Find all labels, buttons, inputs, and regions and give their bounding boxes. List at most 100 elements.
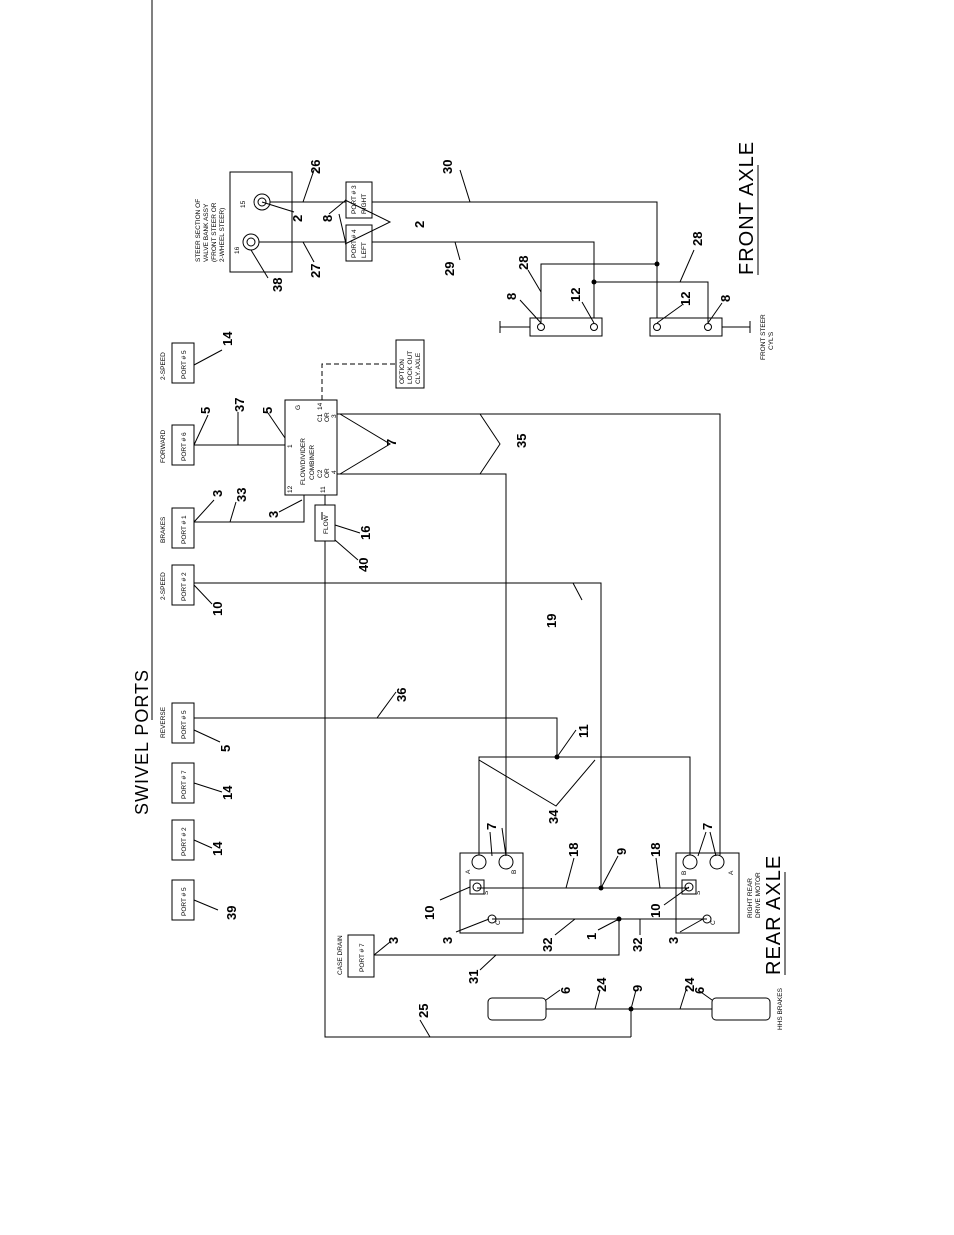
rear-drive-motor-left: A B S C [459, 852, 524, 934]
svg-text:PORT # 3: PORT # 3 [351, 185, 358, 214]
svg-text:25: 25 [416, 1004, 431, 1018]
swivel-port-2-speed: PORT # 2 2-SPEED [160, 564, 195, 606]
svg-text:2-SPEED: 2-SPEED [160, 352, 167, 380]
svg-text:32: 32 [630, 938, 645, 952]
svg-text:29: 29 [442, 262, 457, 276]
svg-text:LOCK OUT: LOCK OUT [407, 351, 414, 384]
svg-text:3: 3 [266, 511, 281, 518]
svg-text:34: 34 [546, 809, 561, 824]
svg-text:38: 38 [270, 278, 285, 292]
svg-text:7: 7 [384, 439, 399, 446]
hose-31 [374, 919, 620, 956]
svg-text:18: 18 [648, 843, 663, 857]
svg-text:CLY. AXLE: CLY. AXLE [415, 352, 422, 384]
svg-text:PORT # 5: PORT # 5 [181, 887, 188, 916]
svg-text:7: 7 [700, 823, 715, 830]
svg-text:PORT # 5: PORT # 5 [181, 710, 188, 739]
svg-text:CASE DRAIN: CASE DRAIN [337, 935, 344, 975]
svg-text:2: 2 [290, 215, 305, 222]
svg-text:35: 35 [514, 434, 529, 448]
hose-35-a [337, 413, 721, 855]
svg-text:6: 6 [692, 987, 707, 994]
brake-left [487, 997, 547, 1021]
svg-text:5: 5 [260, 407, 275, 414]
swivel-port-2-left: PORT # 2 [171, 819, 195, 861]
svg-text:FLOW/DIVIDER: FLOW/DIVIDER [300, 438, 307, 485]
swivel-port-5-2speed: PORT # 5 2-SPEED [160, 342, 195, 384]
svg-text:4: 4 [331, 470, 338, 474]
svg-text:14: 14 [220, 785, 235, 800]
svg-text:REVERSE: REVERSE [160, 706, 167, 738]
svg-text:FORWARD: FORWARD [160, 429, 167, 463]
svg-text:3: 3 [440, 937, 455, 944]
svg-text:C2: C2 [317, 469, 324, 478]
rear-axle-title: REAR AXLE [763, 855, 785, 975]
svg-text:33: 33 [234, 488, 249, 502]
svg-text:10: 10 [648, 904, 663, 918]
svg-text:B: B [681, 871, 688, 875]
hose-28-b [594, 281, 709, 323]
svg-text:5: 5 [218, 745, 233, 752]
svg-text:16: 16 [234, 246, 241, 254]
svg-text:7: 7 [484, 823, 499, 830]
svg-text:G: G [295, 405, 302, 410]
svg-text:37: 37 [232, 398, 247, 412]
steer-port-4-left: PORT # 4 LEFT [345, 224, 373, 262]
svg-text:C: C [710, 920, 717, 925]
svg-text:11: 11 [576, 724, 591, 738]
svg-text:10: 10 [422, 906, 437, 920]
rear-drive-motor-right: B A S C [675, 852, 740, 934]
svg-text:S: S [483, 890, 490, 895]
svg-text:S: S [695, 890, 702, 895]
svg-text:5: 5 [198, 407, 213, 414]
flow-control-valve: FLOW [314, 504, 336, 542]
svg-text:C1: C1 [317, 413, 324, 422]
svg-text:PORT # 2: PORT # 2 [181, 572, 188, 601]
swivel-port-6-forward: PORT # 6 FORWARD [160, 424, 195, 466]
steer-valve-bank: 15 16 STEER SECTION OF VALVE BANK ASSY (… [195, 171, 293, 273]
svg-text:PORT # 2: PORT # 2 [181, 827, 188, 856]
brake-right [711, 997, 771, 1021]
svg-text:12: 12 [678, 292, 693, 306]
svg-text:PORT # 5: PORT # 5 [181, 350, 188, 379]
leader-lines [193, 169, 723, 1038]
svg-text:31: 31 [466, 970, 481, 984]
svg-text:RIGHT: RIGHT [361, 194, 368, 214]
svg-text:16: 16 [358, 526, 373, 540]
callout-numbers: 39 14 14 5 36 10 3 33 3 16 40 5 37 5 14 … [198, 160, 733, 1018]
svg-text:FLOW: FLOW [323, 514, 330, 534]
svg-text:3: 3 [666, 937, 681, 944]
hose-29 [372, 241, 595, 325]
svg-text:12: 12 [287, 485, 294, 493]
svg-text:9: 9 [630, 985, 645, 992]
svg-text:A: A [728, 870, 735, 875]
svg-text:40: 40 [356, 558, 371, 572]
svg-text:9: 9 [614, 848, 629, 855]
hose-30 [372, 201, 658, 325]
svg-text:18: 18 [566, 843, 581, 857]
svg-text:26: 26 [308, 160, 323, 174]
svg-text:12: 12 [568, 288, 583, 302]
svg-text:32: 32 [540, 938, 555, 952]
svg-text:BRAKES: BRAKES [160, 516, 167, 543]
svg-text:PORT # 7: PORT # 7 [359, 943, 366, 972]
svg-text:B: B [511, 870, 518, 874]
svg-text:1: 1 [287, 444, 294, 448]
svg-text:24: 24 [682, 977, 697, 992]
svg-text:11: 11 [320, 486, 327, 493]
svg-text:8: 8 [718, 295, 733, 302]
steer-port-3-right: PORT # 3 RIGHT [345, 181, 373, 219]
hose-33 [194, 495, 305, 523]
hose-34 [478, 756, 691, 855]
svg-text:8: 8 [320, 215, 335, 222]
svg-text:LEFT: LEFT [361, 242, 368, 258]
swivel-port-5-reverse: PORT # 5 REVERSE [160, 702, 195, 744]
svg-text:DRIVE MOTOR: DRIVE MOTOR [755, 872, 762, 918]
front-steer-label: FRONT STEER [760, 314, 767, 360]
swivel-ports-title: SWIVEL PORTS [132, 669, 152, 815]
svg-text:6: 6 [558, 987, 573, 994]
option-lock-out-box: OPTION LOCK OUT CLY. AXLE [395, 339, 425, 389]
svg-text:3: 3 [386, 937, 401, 944]
svg-text:PORT # 6: PORT # 6 [181, 432, 188, 461]
svg-text:VALVE BANK ASSY: VALVE BANK ASSY [203, 203, 210, 262]
